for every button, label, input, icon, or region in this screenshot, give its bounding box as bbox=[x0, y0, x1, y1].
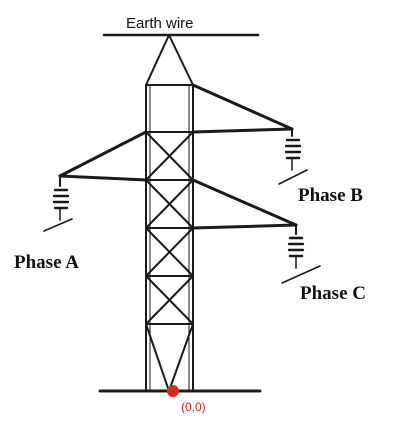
earth-wire-label: Earth wire bbox=[126, 15, 194, 32]
phase-a-label: Phase A bbox=[14, 252, 79, 273]
phase-b-label: Phase B bbox=[298, 185, 363, 206]
insulator-phase-b bbox=[278, 138, 308, 185]
tower-body bbox=[145, 84, 194, 392]
phase-c-label: Phase C bbox=[300, 283, 366, 304]
insulator-phase-a bbox=[43, 188, 73, 232]
origin-marker bbox=[167, 385, 179, 397]
origin-label: (0,0) bbox=[181, 400, 206, 414]
tower-peak bbox=[145, 34, 194, 86]
cross-arm-phase-b bbox=[191, 83, 294, 137]
cross-arm-phase-a bbox=[58, 130, 148, 187]
insulator-phase-c bbox=[281, 236, 321, 284]
cross-arm-phase-c bbox=[191, 178, 298, 235]
